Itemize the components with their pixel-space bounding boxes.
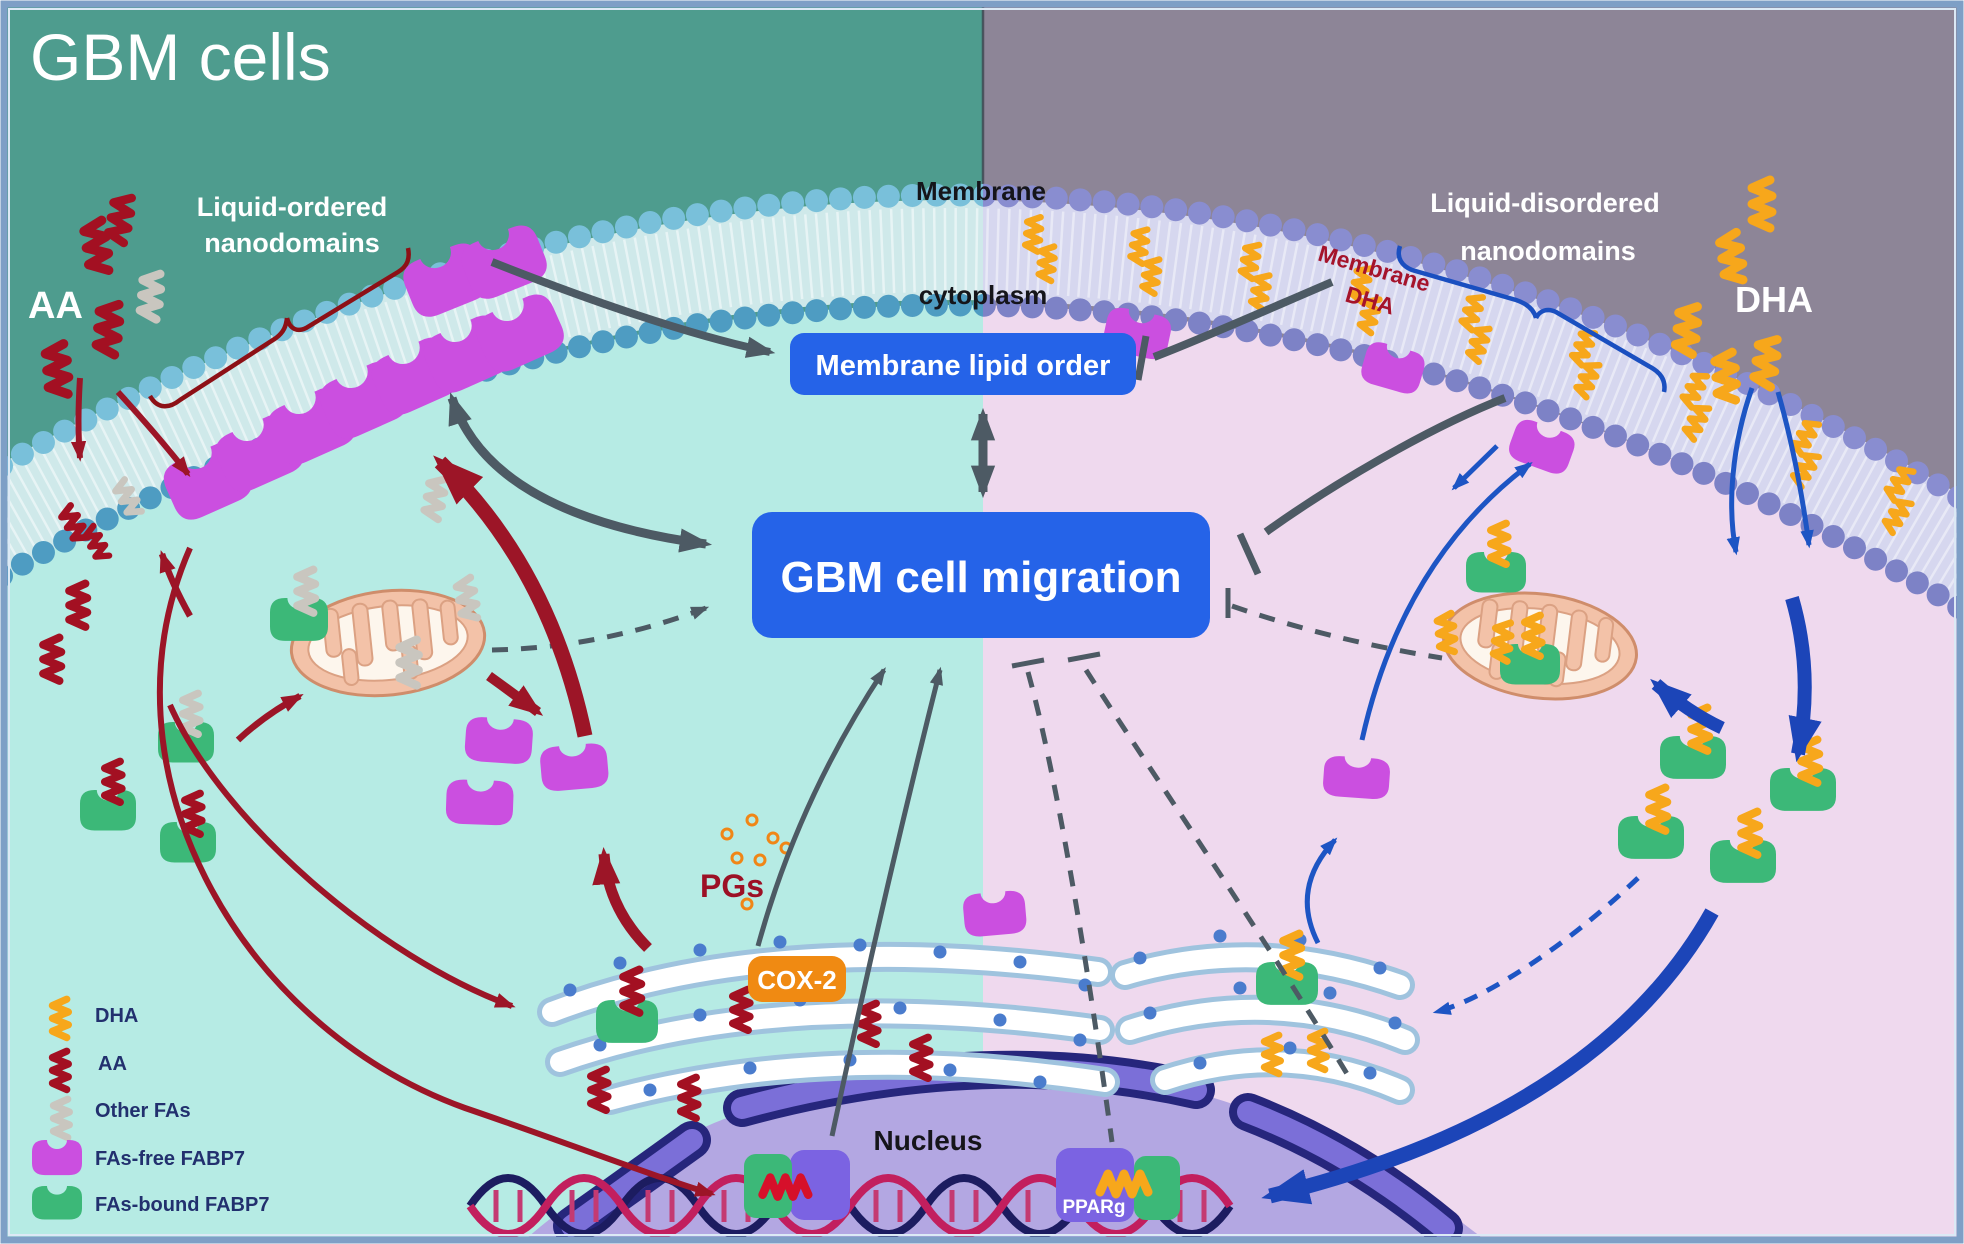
- gbm-cell-migration-box: GBM cell migration: [752, 512, 1210, 638]
- liquid-disordered-bracket: [1396, 245, 1667, 393]
- legend-label-aa: AA: [98, 1053, 127, 1075]
- legend-label-fabp7-bound: FAs-bound FABP7: [95, 1194, 269, 1216]
- cox2-box: COX-2: [748, 956, 846, 1002]
- legend-label-other-fas: Other FAs: [95, 1100, 191, 1122]
- fabp7-aa-transcription-complex: [744, 1150, 850, 1220]
- liquid-ordered-label-line1: Liquid-ordered: [197, 192, 388, 222]
- ribosomes: [563, 935, 1092, 1097]
- membrane-lipid-order-label: Membrane lipid order: [816, 350, 1111, 382]
- gbm-cell-migration-label: GBM cell migration: [781, 553, 1182, 602]
- aa-label: AA: [28, 285, 83, 327]
- gray-arrows: [447, 258, 1507, 1143]
- liquid-disordered-label-line2: nanodomains: [1460, 236, 1636, 266]
- nucleus-label: Nucleus: [874, 1125, 983, 1156]
- pgs-label: PGs: [700, 868, 764, 904]
- cytoplasm-label: cytoplasm: [919, 280, 1048, 310]
- membrane-label: Membrane: [916, 176, 1046, 206]
- legend-label-dha: DHA: [95, 1005, 138, 1027]
- liquid-disordered-label-line1: Liquid-disordered: [1430, 188, 1660, 218]
- membrane-lipid-order-box: Membrane lipid order: [790, 333, 1136, 395]
- legend: DHA AA Other FAs FAs-free FABP7 FAs-boun…: [32, 999, 269, 1220]
- pparg-complex: PPARg: [1056, 1148, 1180, 1222]
- liquid-ordered-label-line2: nanodomains: [204, 228, 380, 258]
- figure-title: GBM cells: [30, 20, 331, 94]
- legend-label-fabp7-free: FAs-free FABP7: [95, 1148, 245, 1170]
- endoplasmic-reticulum-right: [1110, 929, 1420, 1105]
- prostaglandin-dots: [720, 813, 793, 911]
- liquid-ordered-bracket: [148, 247, 411, 409]
- red-arrows: [70, 377, 716, 1197]
- blue-arrows: [1261, 387, 1822, 1205]
- figure-border-inner: [8, 8, 1956, 1236]
- dha-label: DHA: [1735, 279, 1813, 320]
- pparg-label: PPARg: [1063, 1197, 1126, 1218]
- cox2-label: COX-2: [757, 965, 836, 995]
